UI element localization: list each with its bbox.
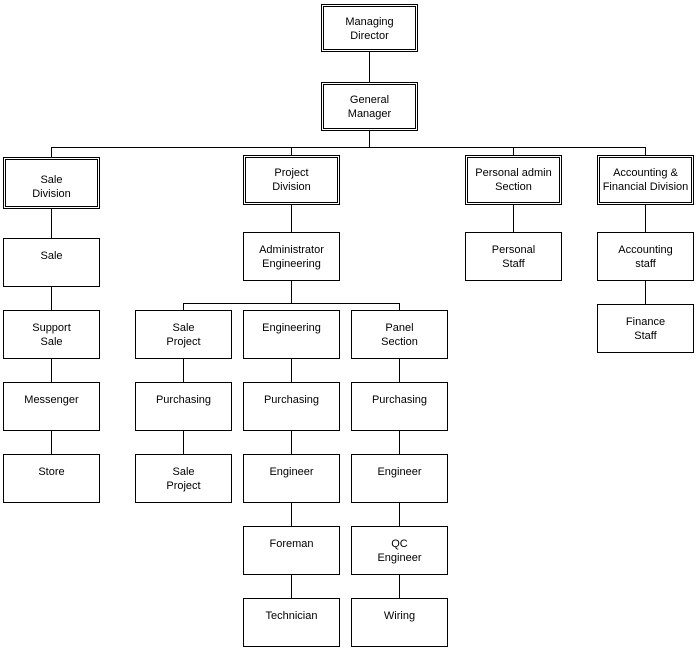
- wiring-box: Wiring: [351, 598, 448, 647]
- connector-sp-2: [183, 430, 184, 455]
- connector-bus-sale-division: [51, 147, 52, 157]
- connector-bus-sale-project: [183, 303, 184, 311]
- accounting-staff-box: Accounting staff: [597, 232, 694, 281]
- connector-support-messenger: [51, 358, 52, 383]
- engineering-box: Engineering: [243, 310, 340, 359]
- connector-personal-section-staff: [513, 204, 514, 233]
- connector-project-division-admin: [291, 204, 292, 233]
- general-manager-box: General Manager: [321, 82, 418, 131]
- messenger-box: Messenger: [3, 382, 100, 431]
- project-bus: [183, 303, 400, 304]
- division-bus: [51, 147, 646, 148]
- finance-staff-box: Finance Staff: [597, 304, 694, 353]
- connector-md-gm: [369, 51, 370, 83]
- sale-division-box: Sale Division: [3, 157, 100, 209]
- connector-bus-panel-section: [399, 303, 400, 311]
- engineering-purchasing-box: Purchasing: [243, 382, 340, 431]
- store-box: Store: [3, 454, 100, 503]
- connector-bus-personal-section: [513, 147, 514, 155]
- connector-sale-support: [51, 286, 52, 311]
- sale-box: Sale: [3, 238, 100, 287]
- sale-project-box: Sale Project: [135, 310, 232, 359]
- technician-box: Technician: [243, 598, 340, 647]
- connector-eng-1: [291, 358, 292, 383]
- connector-accounting-finance: [645, 280, 646, 305]
- managing-director-box: Managing Director: [321, 4, 418, 52]
- connector-eng-4: [291, 574, 292, 599]
- foreman-box: Foreman: [243, 526, 340, 575]
- support-sale-box: Support Sale: [3, 310, 100, 359]
- connector-accounting-division-staff: [645, 204, 646, 233]
- panel-purchasing-box: Purchasing: [351, 382, 448, 431]
- panel-section-box: Panel Section: [351, 310, 448, 359]
- personal-staff-box: Personal Staff: [465, 232, 562, 281]
- connector-messenger-store: [51, 430, 52, 455]
- connector-sp-1: [183, 358, 184, 383]
- connector-panel-3: [399, 502, 400, 527]
- connector-bus-project-division: [291, 147, 292, 155]
- connector-panel-2: [399, 430, 400, 455]
- project-division-box: Project Division: [243, 155, 340, 205]
- connector-panel-4: [399, 574, 400, 599]
- accounting-financial-division-box: Accounting & Financial Division: [597, 155, 694, 205]
- sale-project-purchasing-box: Purchasing: [135, 382, 232, 431]
- engineering-engineer-box: Engineer: [243, 454, 340, 503]
- connector-admin-bus: [291, 280, 292, 304]
- personal-admin-section-box: Personal admin Section: [465, 155, 562, 205]
- connector-gm-bus: [369, 130, 370, 148]
- panel-engineer-box: Engineer: [351, 454, 448, 503]
- connector-bus-accounting-division: [645, 147, 646, 155]
- connector-eng-3: [291, 502, 292, 527]
- qc-engineer-box: QC Engineer: [351, 526, 448, 575]
- connector-panel-1: [399, 358, 400, 383]
- administrator-engineering-box: Administrator Engineering: [243, 232, 340, 281]
- connector-eng-2: [291, 430, 292, 455]
- connector-sale-division-sale: [51, 208, 52, 239]
- sale-project-bottom-box: Sale Project: [135, 454, 232, 503]
